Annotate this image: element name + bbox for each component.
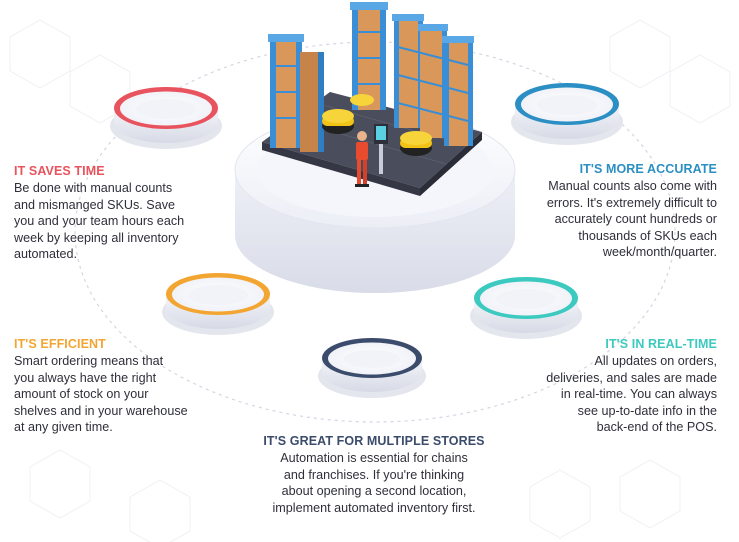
warehouse-icon	[262, 2, 482, 196]
shelf-rack-left	[268, 34, 324, 152]
orbit-ring	[74, 41, 676, 423]
feature-heading-more-accurate: IT'S MORE ACCURATE	[579, 162, 717, 176]
hex-pattern	[9, 19, 731, 542]
terminal-icon	[374, 124, 388, 174]
shelf-rack-center	[350, 2, 388, 110]
feature-text-more-accurate: Manual counts also come with errors. It'…	[546, 179, 717, 260]
feature-heading-efficient: IT'S EFFICIENT	[14, 337, 106, 351]
pedestal-multiple-stores	[318, 338, 426, 398]
feature-text-multiple-stores: Automation is essential for chains and f…	[272, 451, 476, 515]
feature-heading-multiple-stores: IT'S GREAT FOR MULTIPLE STORES	[263, 434, 485, 448]
pedestal-saves-time	[110, 87, 222, 149]
pedestal-efficient	[162, 273, 274, 335]
feature-heading-real-time: IT'S IN REAL-TIME	[605, 337, 717, 351]
feature-text-saves-time: Be done with manual counts and mismanged…	[14, 181, 185, 262]
worker-icon	[355, 131, 369, 187]
feature-text-real-time: All updates on orders, deliveries, and s…	[546, 354, 717, 435]
feature-text-efficient: Smart ordering means that you always hav…	[14, 354, 188, 435]
feature-heading-saves-time: IT SAVES TIME	[14, 164, 105, 178]
robot-icon	[322, 94, 432, 156]
shelf-rack-right	[392, 14, 474, 146]
pedestal-real-time	[470, 277, 582, 339]
pedestal-more-accurate	[511, 83, 623, 145]
